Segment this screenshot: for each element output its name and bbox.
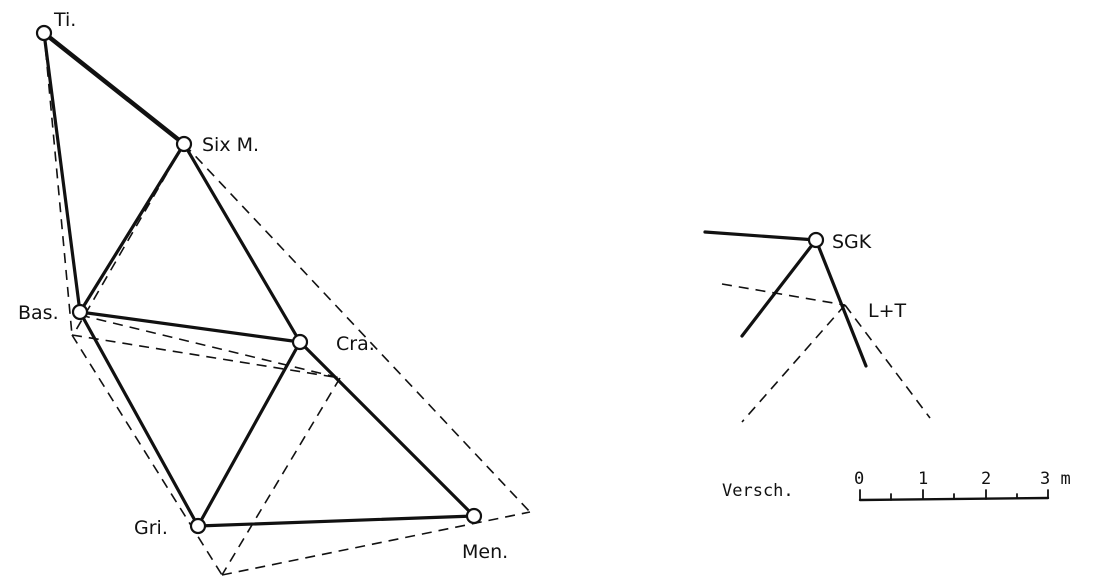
scale-bar: Versch. 0 1 2 3 m xyxy=(722,469,1071,502)
station-gri-label: Gri. xyxy=(134,517,168,539)
station-gri-marker xyxy=(189,517,207,535)
station-lt-label: L+T xyxy=(868,300,907,322)
station-cra-label: Cra. xyxy=(336,333,375,355)
station-sgk-label: SGK xyxy=(832,231,872,253)
scale-label: Versch. xyxy=(722,481,794,501)
scale-tick-1: 1 xyxy=(918,469,928,489)
station-sgk-marker xyxy=(807,231,825,249)
station-cra-marker xyxy=(291,333,309,351)
station-ti-marker xyxy=(35,24,53,42)
scale-tick-3: 3 m xyxy=(1040,469,1071,489)
station-six-marker xyxy=(175,135,193,153)
station-men-label: Men. xyxy=(462,541,508,563)
station-bas-marker xyxy=(71,303,89,321)
displaced-network-dashed xyxy=(43,32,531,576)
station-six-label: Six M. xyxy=(202,134,259,156)
scale-tick-0: 0 xyxy=(854,469,864,489)
original-network-solid xyxy=(41,30,476,528)
station-men-marker xyxy=(465,507,483,525)
scale-tick-2: 2 xyxy=(981,469,991,489)
triangulation-network: Ti. Six M. Bas. Cra. Gri. Men. xyxy=(18,9,531,576)
station-ti-label: Ti. xyxy=(53,9,76,31)
detail-diagram: SGK L+T xyxy=(703,230,931,423)
station-bas-label: Bas. xyxy=(18,302,59,324)
